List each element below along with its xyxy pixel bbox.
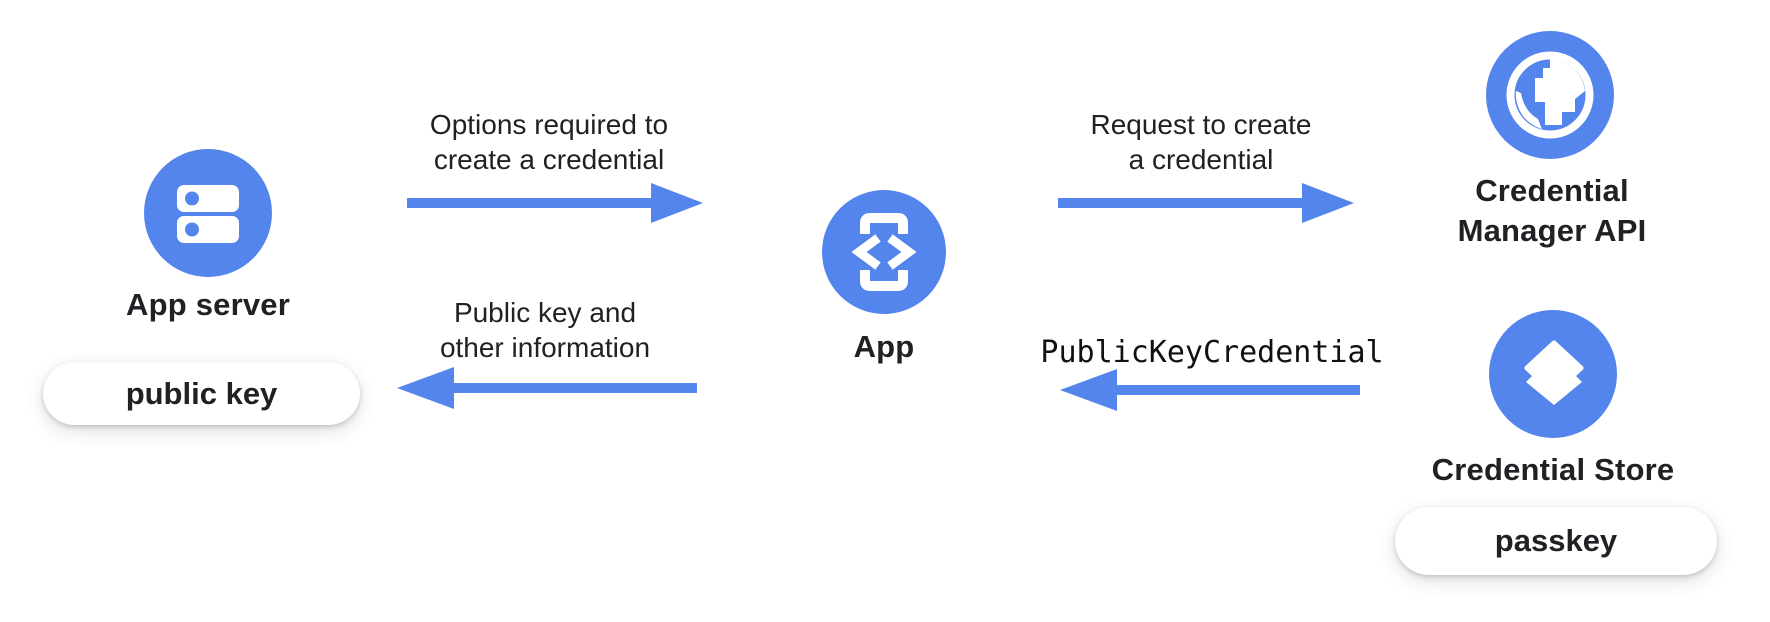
arrow-right-request-icon — [1058, 183, 1354, 223]
public-key-badge: public key — [43, 362, 360, 425]
arrow-left-publickeycredential-icon — [1060, 369, 1360, 411]
server-icon — [177, 185, 239, 243]
passkey-badge-label: passkey — [1494, 523, 1618, 558]
publickeycredential-label: PublicKeyCredential — [1040, 335, 1384, 370]
public-key-badge-label: public key — [125, 375, 278, 411]
arrow-right-options-icon — [407, 183, 703, 223]
phone-code-icon — [851, 213, 917, 291]
options-arrow-label: Options required to create a credential — [399, 107, 699, 177]
app-circle — [822, 190, 946, 314]
public-key-info-arrow-label-line2: other information — [439, 332, 651, 363]
credential-manager-api-label: Credential Manager API — [1402, 171, 1702, 251]
credential-store-label: Credential Store — [1431, 452, 1675, 487]
credential-manager-api-label-line2: Manager API — [1457, 213, 1647, 248]
app-server-label: App server — [126, 287, 290, 322]
passkey-badge: passkey — [1395, 507, 1717, 575]
request-arrow-label: Request to create a credential — [1051, 107, 1351, 177]
request-arrow-label-line2: a credential — [1128, 144, 1274, 175]
globe-icon — [1506, 51, 1594, 139]
app-label: App — [853, 329, 915, 364]
layers-icon — [1524, 340, 1584, 405]
credential-manager-api-label-line1: Credential — [1475, 173, 1629, 208]
credential-store-circle — [1489, 310, 1617, 438]
options-arrow-label-line2: create a credential — [433, 144, 665, 175]
request-arrow-label-line1: Request to create — [1090, 109, 1312, 140]
app-server-circle — [144, 149, 272, 277]
credential-manager-api-circle — [1486, 31, 1614, 159]
public-key-info-arrow-label: Public key and other information — [395, 295, 695, 365]
arrow-left-public-key-info-icon — [397, 367, 697, 409]
options-arrow-label-line1: Options required to — [429, 109, 669, 140]
public-key-info-arrow-label-line1: Public key and — [453, 297, 637, 328]
